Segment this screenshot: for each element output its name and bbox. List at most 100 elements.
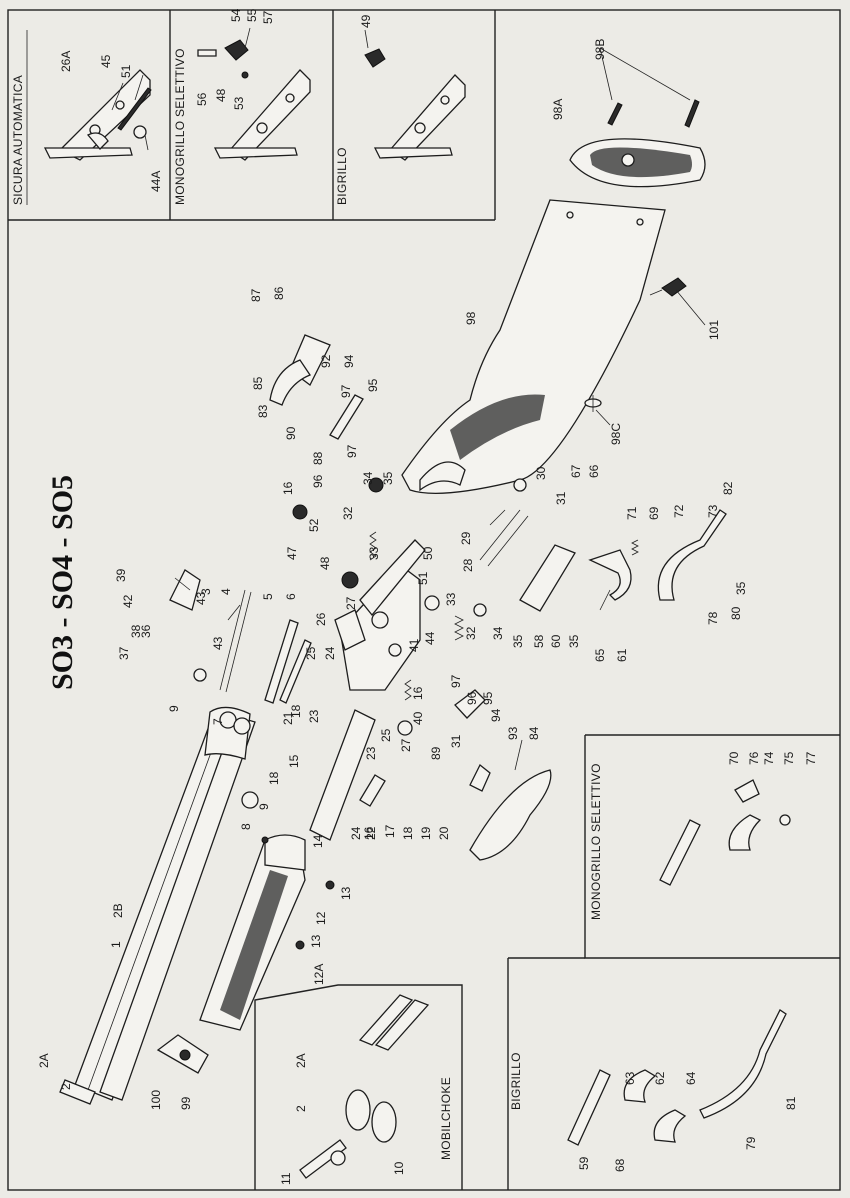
forend-part-12 — [199, 834, 306, 1031]
part-label-p34b: 34 — [491, 626, 505, 640]
part-label-p36: 36 — [139, 624, 153, 638]
part-label-p34: 34 — [361, 471, 375, 485]
trigger-plate-58 — [519, 544, 576, 612]
lock-rods — [219, 509, 529, 704]
part-label-p2c: 2A — [294, 1053, 308, 1068]
inset-title-monogrillo-top: MONOGRILLO SELETTIVO — [173, 48, 187, 205]
part-label-p12: 12 — [314, 911, 328, 925]
part-label-p43: 43 — [211, 636, 225, 650]
part-label-p58: 58 — [532, 634, 546, 648]
diagram-title: SO3 - SO4 - SO5 — [46, 475, 79, 690]
part-label-p64: 64 — [684, 1071, 698, 1085]
part-label-p24: 24 — [323, 646, 337, 660]
part-label-p92: 92 — [319, 354, 333, 368]
part-label-p55: 55 — [245, 8, 259, 22]
part-label-p94b: 94 — [489, 708, 503, 722]
part-label-p76: 76 — [747, 751, 761, 765]
part-label-p70: 70 — [727, 751, 741, 765]
part-label-p98: 98 — [464, 311, 478, 325]
part-label-p51b: 51 — [416, 571, 430, 585]
part-label-p84: 84 — [527, 726, 541, 740]
top-lever-39 — [169, 569, 201, 611]
part-label-p99: 99 — [179, 1096, 193, 1110]
part-label-p94: 94 — [342, 354, 356, 368]
part-label-p80: 80 — [729, 606, 743, 620]
part-label-p69: 69 — [647, 506, 661, 520]
part-label-p97b: 97 — [345, 444, 359, 458]
part-label-p10: 10 — [392, 1161, 406, 1175]
part-label-p52: 52 — [307, 518, 321, 532]
part-label-p83: 83 — [256, 404, 270, 418]
part-label-p96b: 96 — [465, 691, 479, 705]
part-label-p35: 35 — [381, 471, 395, 485]
part-label-p27b: 27 — [399, 738, 413, 752]
part-label-p77: 77 — [804, 751, 818, 765]
part-label-p2d: 2B — [111, 903, 125, 918]
springs — [369, 531, 639, 701]
part-label-p74: 74 — [762, 751, 776, 765]
part-label-p82: 82 — [721, 481, 735, 495]
part-label-p48: 48 — [318, 556, 332, 570]
part-label-p85: 85 — [251, 376, 265, 390]
part-label-p18c: 18 — [401, 826, 415, 840]
title-text: SO3 - SO4 - SO5 — [46, 475, 79, 690]
part-label-p5: 5 — [261, 593, 275, 600]
guard-lever-84 — [469, 769, 552, 861]
part-label-p18b: 18 — [267, 771, 281, 785]
grip-cap-98c — [584, 395, 602, 412]
inset-title-mobilchoke: MOBILCHOKE — [439, 1077, 453, 1160]
part-label-p57: 57 — [261, 10, 275, 24]
part-label-p16c: 16 — [411, 686, 425, 700]
part-label-p26: 26 — [314, 612, 328, 626]
inset-title-bigrillo-bottom: BIGRILLO — [509, 1052, 523, 1110]
part-label-p7: 7 — [211, 718, 225, 725]
part-label-p32b: 32 — [464, 626, 478, 640]
forend-iron-14 — [309, 709, 376, 841]
small-components — [193, 477, 527, 950]
part-label-p2b: 2 — [294, 1105, 308, 1112]
part-label-p30: 30 — [534, 466, 548, 480]
part-label-p42: 42 — [121, 594, 135, 608]
part-label-p95: 95 — [366, 378, 380, 392]
part-label-p62: 62 — [653, 1071, 667, 1085]
inset-title-monogrillo-right: MONOGRILLO SELETTIVO — [589, 763, 603, 920]
hammer-parts — [269, 334, 491, 807]
mobilchoke-inset-sketch — [299, 994, 430, 1179]
part-label-p75: 75 — [782, 751, 796, 765]
part-label-p71: 71 — [625, 506, 639, 520]
part-label-p59: 59 — [577, 1156, 591, 1170]
part-label-p98c: 98C — [609, 423, 623, 445]
part-label-p86: 86 — [272, 286, 286, 300]
part-label-p38: 38 — [129, 624, 143, 638]
part-label-p20: 20 — [437, 826, 451, 840]
part-label-p33b: 33 — [444, 592, 458, 606]
sicura-inset-sketch — [43, 69, 152, 161]
part-label-p13: 13 — [339, 886, 353, 900]
trigger-part-61 — [588, 549, 632, 601]
part-label-p39: 39 — [114, 568, 128, 582]
part-label-p50: 50 — [421, 546, 435, 560]
part-label-p8: 8 — [239, 823, 253, 830]
part-label-p12a: 12A — [312, 964, 326, 985]
part-label-p4: 4 — [219, 588, 233, 595]
part-label-p37: 37 — [117, 646, 131, 660]
part-label-p56: 56 — [195, 92, 209, 106]
part-label-p53: 53 — [232, 96, 246, 110]
stock-part-98 — [401, 199, 666, 494]
part-label-p98b: 98B — [593, 39, 607, 60]
part-label-p25: 25 — [304, 646, 318, 660]
part-label-p61: 61 — [615, 648, 629, 662]
part-label-p28: 28 — [461, 558, 475, 572]
part-label-p2a: 2 — [59, 1083, 73, 1090]
monogrillo-top-inset-sketch — [197, 39, 311, 161]
part-label-p17: 17 — [383, 824, 397, 838]
part-label-p16: 16 — [281, 481, 295, 495]
part-label-p21: 21 — [281, 711, 295, 725]
part-label-p6: 6 — [284, 593, 298, 600]
inset-title-bigrillo-top: BIGRILLO — [335, 147, 349, 205]
part-label-p35b: 35 — [511, 634, 525, 648]
part-label-p63: 63 — [623, 1071, 637, 1085]
part-label-p44: 44 — [423, 631, 437, 645]
